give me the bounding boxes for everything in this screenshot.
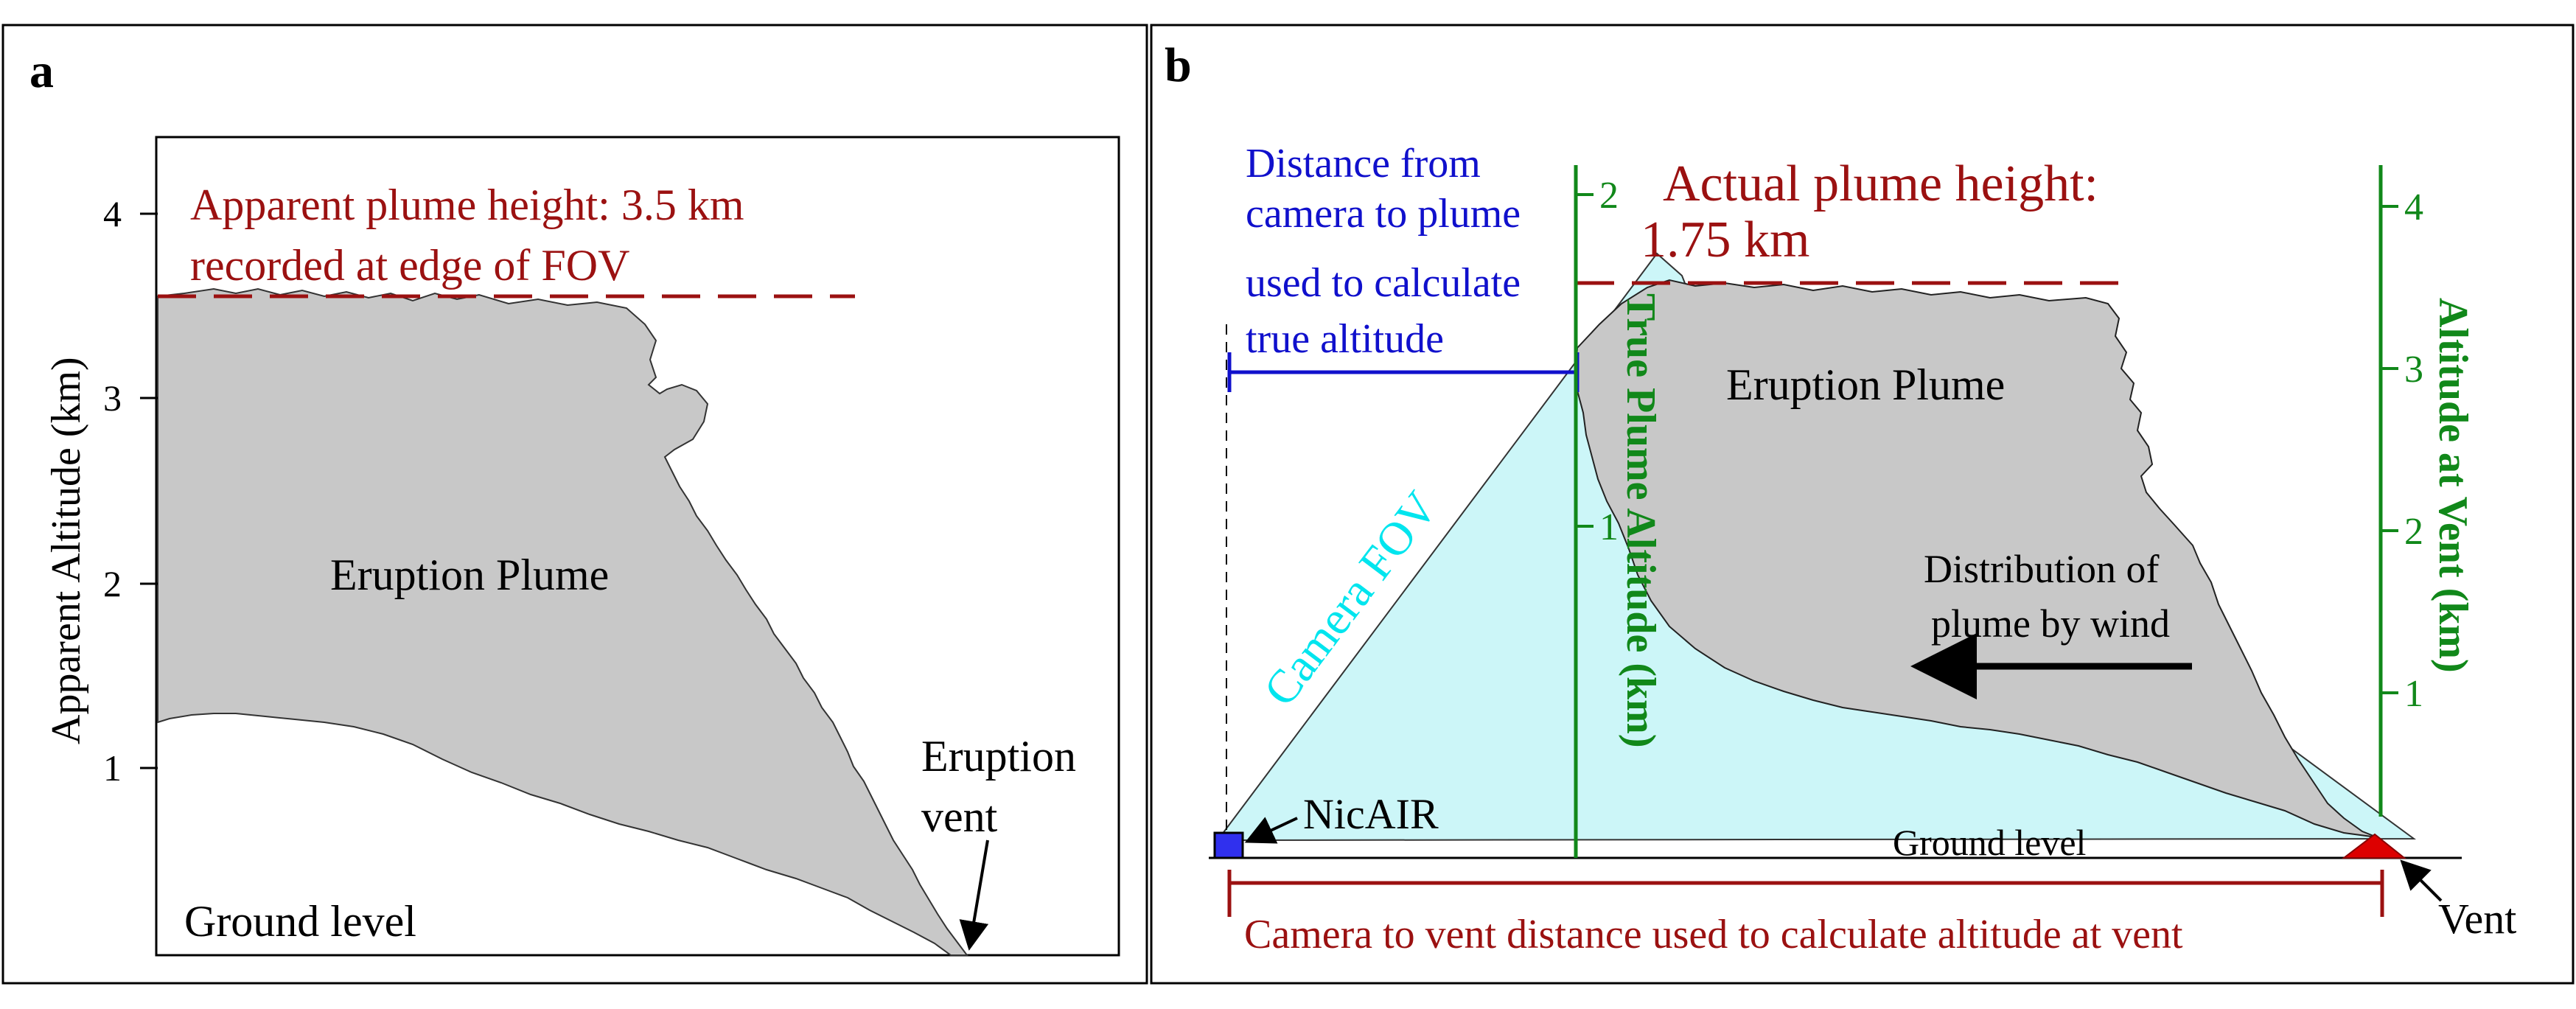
panel-a-vent-label-1: Eruption	[921, 732, 1076, 781]
panel-a-apparent-height-text-2: recorded at edge of FOV	[190, 241, 629, 290]
vent-axis-label: Altitude at Vent (km)	[2430, 298, 2476, 673]
vent-axis-tick-label-4: 4	[2404, 186, 2423, 228]
vent-label: Vent	[2438, 895, 2516, 943]
vent-axis-tick-label-3: 3	[2404, 349, 2423, 391]
true-axis-label: True Plume Altitude (km)	[1618, 293, 1664, 747]
panel-a-ground-label: Ground level	[184, 897, 416, 946]
distance-label-line-1: Distance from	[1246, 141, 1481, 186]
panel-a-letter: a	[29, 44, 54, 98]
wind-label-1: Distribution of	[1924, 547, 2160, 591]
panel-a-plot-frame	[155, 136, 1120, 957]
panel-b-plume-shape	[1574, 279, 2378, 838]
panel-a-tick-label-4: 4	[103, 193, 122, 234]
panel-a-plume-shape	[157, 287, 968, 956]
panel-a-frame	[1, 24, 1148, 985]
vent-axis-tick-label-2: 2	[2404, 511, 2423, 553]
distance-label-line-2: camera to plume	[1246, 191, 1521, 237]
panel-b-letter: b	[1165, 38, 1192, 92]
panel-a-vent-label-2: vent	[921, 792, 998, 841]
nicair-camera-icon	[1213, 831, 1244, 859]
actual-height-text-2: 1.75 km	[1641, 212, 1809, 268]
panel-a-y-axis-label: Apparent Altitude (km)	[43, 357, 89, 744]
vent-axis-tick-label-1: 1	[2404, 673, 2423, 715]
distance-label-line-4: true altitude	[1246, 316, 1444, 362]
panel-a-plume-label: Eruption Plume	[330, 551, 609, 599]
panel-a-tick-label-2: 2	[103, 563, 122, 604]
true-axis-tick-label-2: 2	[1599, 175, 1619, 217]
actual-height-text-1: Actual plume height:	[1663, 156, 2098, 212]
panel-a-apparent-height-text-1: Apparent plume height: 3.5 km	[190, 181, 744, 229]
panel-b-plume-label: Eruption Plume	[1726, 360, 2005, 409]
nicair-arrow	[1244, 817, 1298, 844]
camera-vent-distance-label: Camera to vent distance used to calculat…	[1244, 912, 2183, 957]
nicair-label: NicAIR	[1303, 790, 1439, 838]
panel-b-ground-label: Ground level	[1893, 822, 2086, 863]
panel-a-tick-label-1: 1	[103, 747, 122, 789]
wind-label-2: plume by wind	[1931, 601, 2170, 646]
vent-icon	[2342, 833, 2406, 859]
panel-a-tick-label-3: 3	[103, 377, 122, 419]
distance-label-line-3: used to calculate	[1246, 260, 1521, 306]
panel-b-frame	[1150, 24, 2575, 985]
panel-b: b 2 1 True Plume Altitude (km) 4 3 2 1 A	[1150, 24, 2575, 985]
panel-a: a 4 3 2 1 Apparent Altitude (km) Apparen…	[1, 24, 1148, 985]
panel-a-vent-arrow	[959, 839, 989, 951]
vent-arrow	[2400, 859, 2443, 902]
true-axis-tick-label-1: 1	[1599, 506, 1619, 548]
